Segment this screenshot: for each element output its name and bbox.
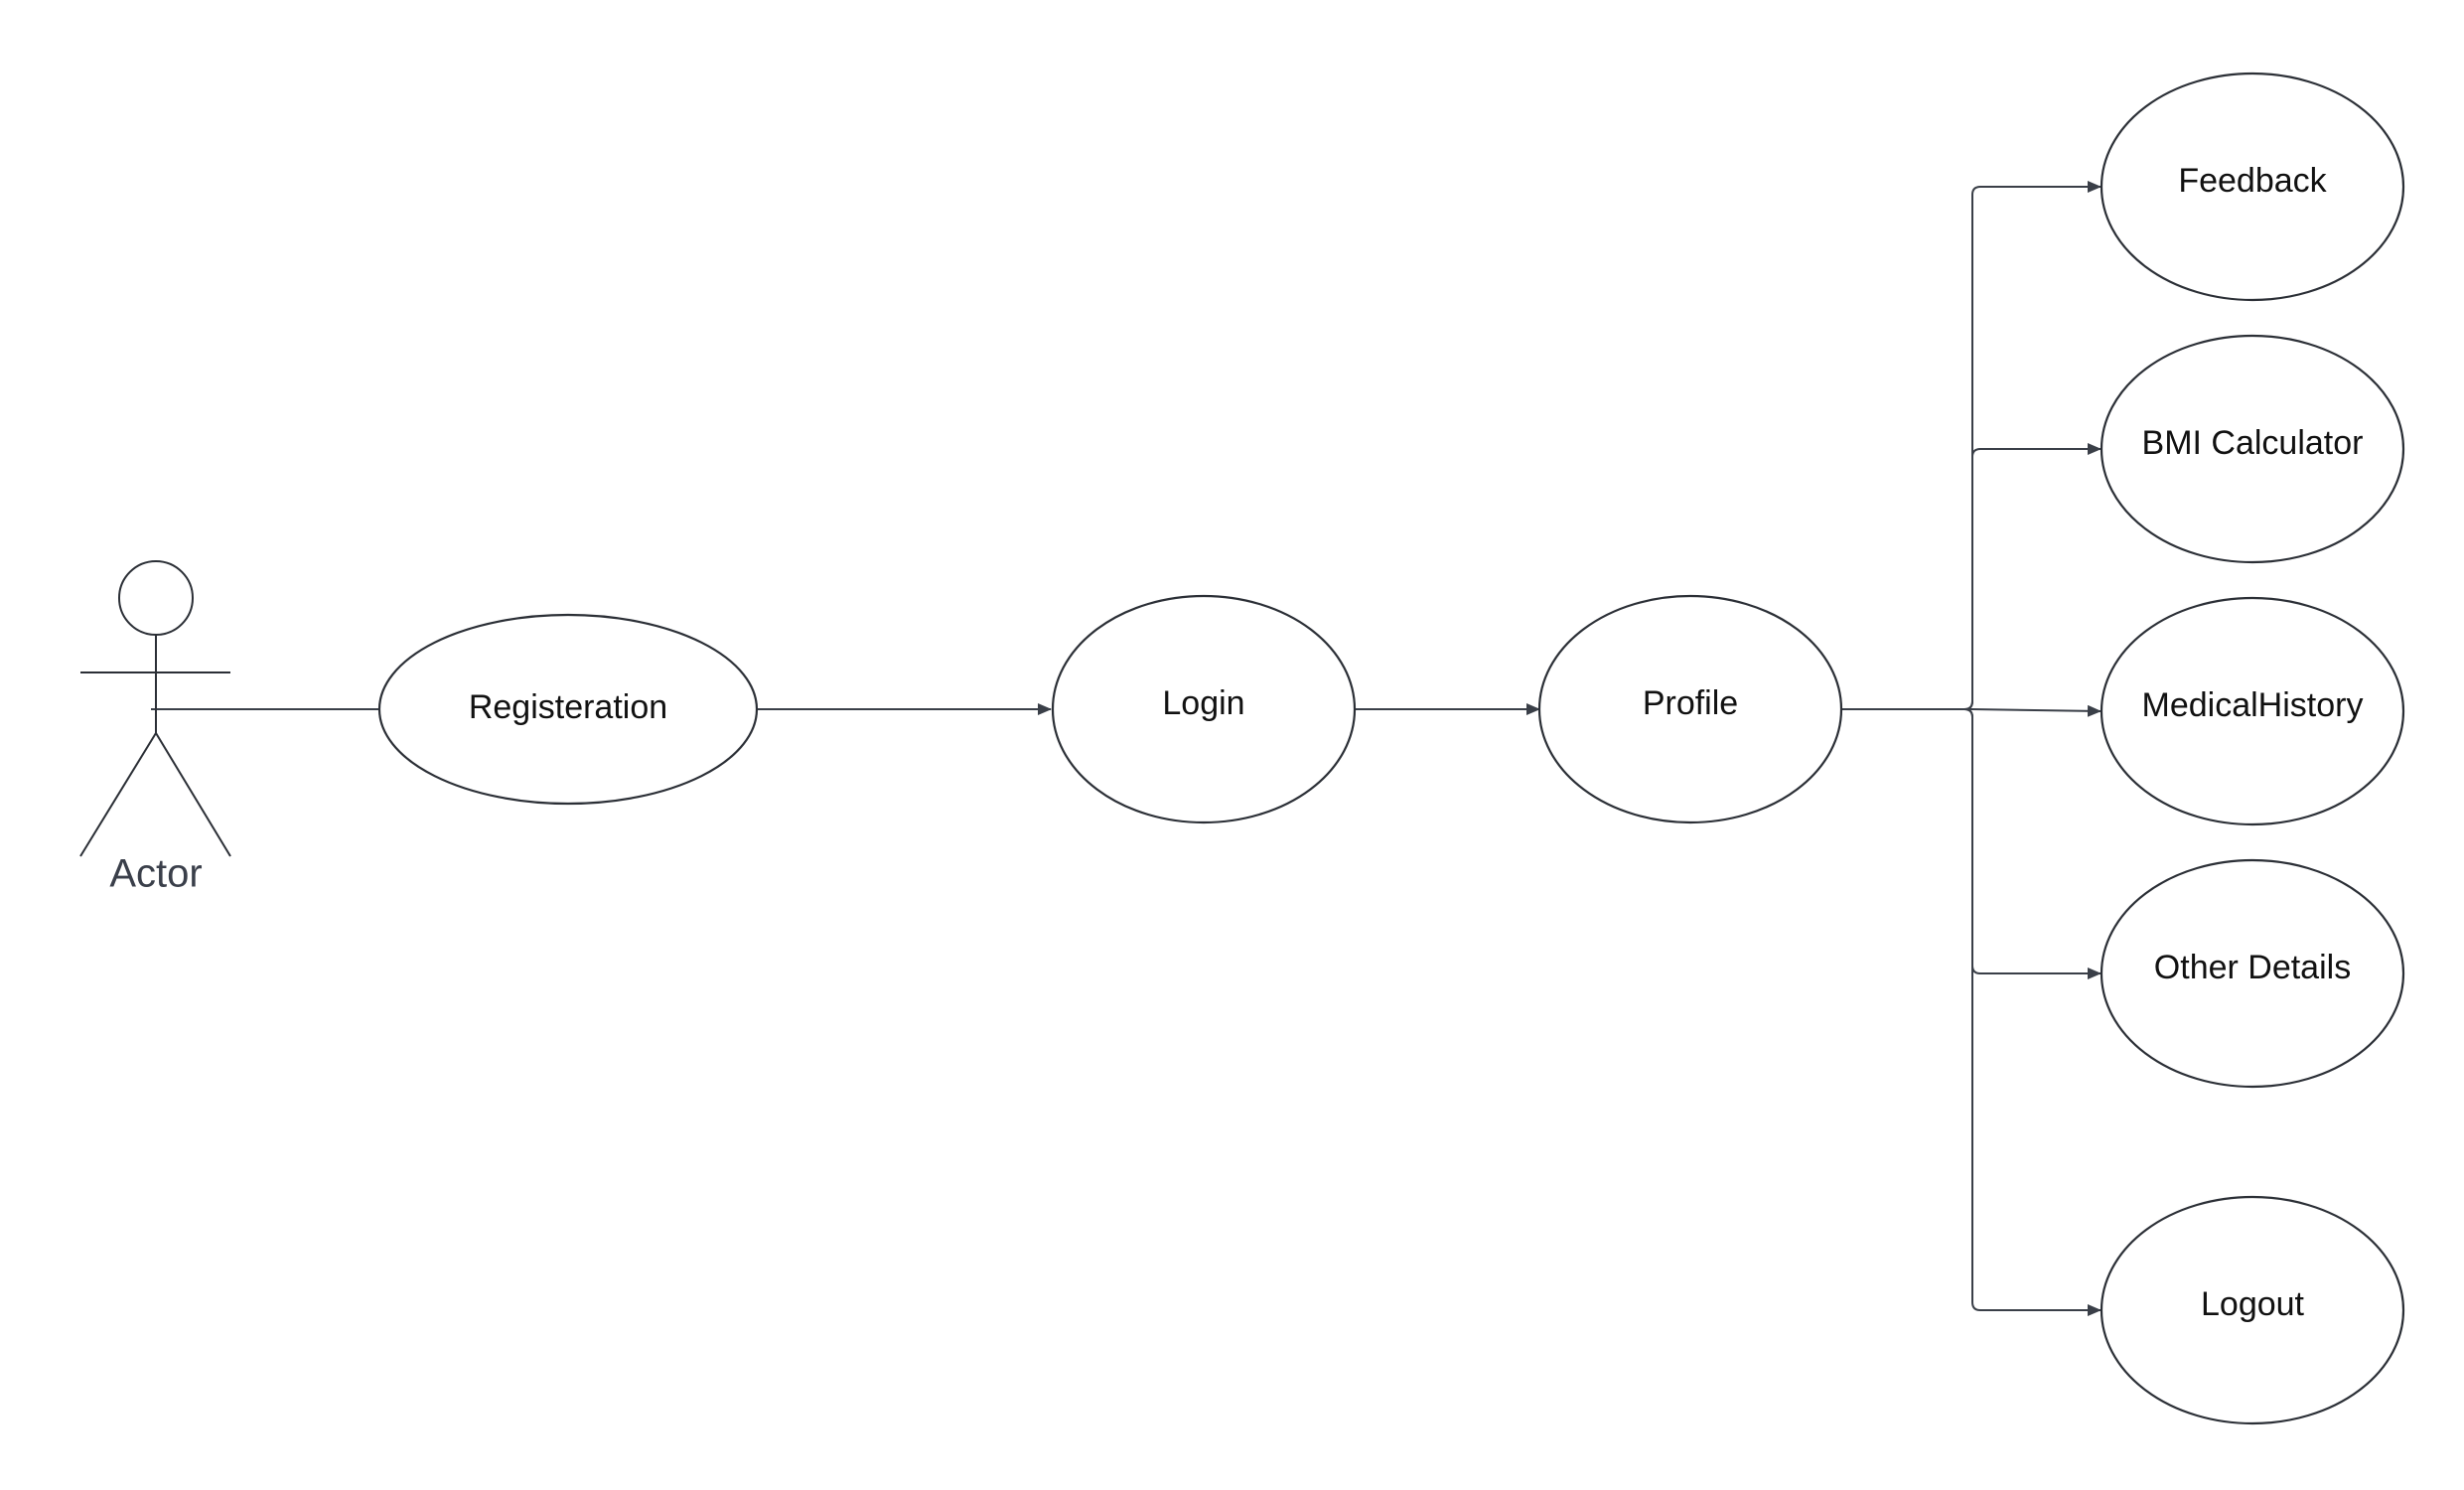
node-label-login: Login bbox=[1162, 684, 1244, 722]
use-case-feedback: Feedback bbox=[2100, 72, 2405, 302]
node-label-medical-history: MedicalHistory bbox=[2142, 686, 2364, 724]
actor-left-leg bbox=[79, 732, 157, 857]
node-label-other-details: Other Details bbox=[2154, 949, 2351, 986]
use-case-bmi-calculator: BMI Calculator bbox=[2100, 334, 2405, 564]
node-label-bmi-calculator: BMI Calculator bbox=[2142, 424, 2364, 462]
node-label-logout: Logout bbox=[2201, 1285, 2305, 1323]
node-label-profile: Profile bbox=[1643, 684, 1738, 722]
node-label-registeration: Registeration bbox=[469, 688, 667, 726]
use-case-login: Login bbox=[1051, 594, 1357, 824]
use-case-profile: Profile bbox=[1537, 594, 1843, 824]
use-case-registeration: Registeration bbox=[377, 613, 759, 806]
edge-profile-bmi bbox=[1842, 443, 2102, 710]
use-case-other-details: Other Details bbox=[2100, 858, 2405, 1089]
node-label-feedback: Feedback bbox=[2178, 162, 2327, 200]
actor-label: Actor bbox=[109, 852, 202, 896]
use-case-medical-history: MedicalHistory bbox=[2100, 596, 2405, 826]
actor-figure bbox=[79, 560, 231, 857]
use-case-logout: Logout bbox=[2100, 1195, 2405, 1425]
edge-profile-logout bbox=[1842, 708, 2102, 1316]
actor-right-leg bbox=[155, 732, 231, 857]
actor-head bbox=[118, 560, 194, 636]
